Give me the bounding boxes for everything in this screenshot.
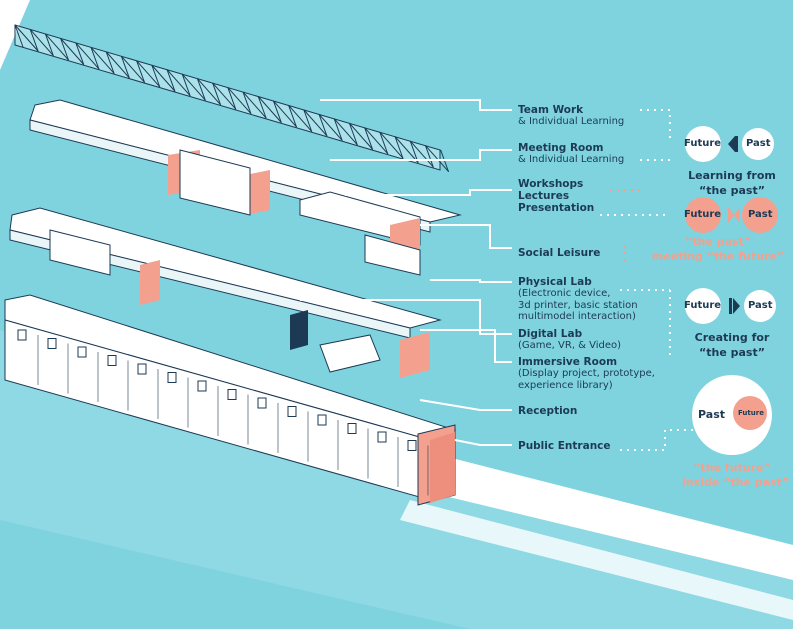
concept-4-inner-word: Future <box>738 409 764 417</box>
concept-1-right-word: Past <box>746 138 771 149</box>
concept-2-left-word: Future <box>684 209 722 220</box>
street-strip-lower <box>400 500 793 620</box>
label-social-leisure: Social Leisure <box>518 247 601 259</box>
concept-4-caption: “the future” inside “the past” <box>682 461 790 489</box>
label-team-work: Team Work & Individual Learning <box>518 104 625 127</box>
street-strip <box>420 455 793 580</box>
dotted-connectors <box>600 109 700 451</box>
concept-1-caption: Learning from “the past” <box>688 169 776 197</box>
concept-future-inside-past <box>692 375 772 455</box>
label-public-entrance: Public Entrance <box>518 440 611 452</box>
label-immersive-room: Immersive Room (Display project, prototy… <box>518 356 655 391</box>
label-presentation: Presentation <box>518 202 595 214</box>
concept-1-left-word: Future <box>684 138 722 149</box>
roof-truss <box>14 24 450 173</box>
concept-3-right-word: Past <box>748 300 773 311</box>
label-workshops: Workshops <box>518 178 584 190</box>
label-meeting-room: Meeting Room & Individual Learning <box>518 142 625 165</box>
concept-creating-for-past <box>685 288 776 324</box>
concept-3-caption: Creating for “the past” <box>694 331 770 359</box>
concept-3-left-word: Future <box>684 300 722 311</box>
middle-floor <box>9 207 442 378</box>
concept-2-right-word: Past <box>748 209 773 220</box>
accent-dotted-connectors <box>610 189 640 265</box>
ground-floor-building <box>4 294 457 506</box>
concept-past-meeting-future <box>685 197 778 233</box>
label-workshops-group: Workshops Lectures Presentation <box>518 178 594 214</box>
label-physical-lab: Physical Lab (Electronic device, 3d prin… <box>518 276 638 322</box>
label-digital-lab: Digital Lab (Game, VR, & Video) <box>518 328 622 351</box>
top-floor <box>29 99 462 276</box>
label-reception: Reception <box>518 405 578 417</box>
label-lectures: Lectures <box>518 190 570 202</box>
concept-4-outer-word: Past <box>698 408 725 421</box>
concept-learning-from-past <box>685 126 774 162</box>
leader-lines <box>300 99 512 446</box>
concept-2-caption: “the past” meeting “the future” <box>651 235 785 263</box>
